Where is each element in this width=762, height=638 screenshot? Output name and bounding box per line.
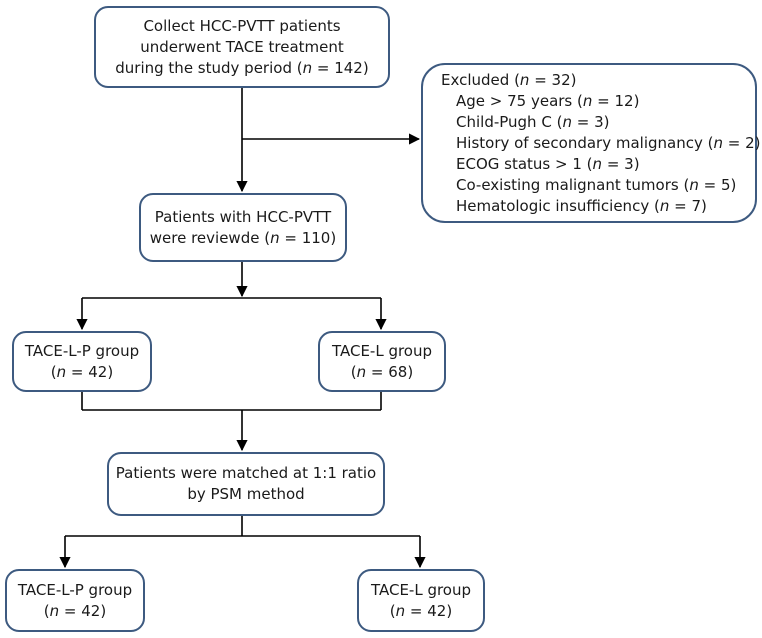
excluded-item-child-pugh: Child-Pugh C (n = 3) — [456, 112, 610, 131]
excluded-item-secondary-malignancy: History of secondary malignancy (n = 2) — [456, 133, 761, 152]
collect-line-2: underwent TACE treatment — [140, 37, 344, 56]
collect-patients-box: Collect HCC-PVTT patients underwent TACE… — [94, 6, 390, 88]
tacelp1-line-2: (n = 42) — [50, 362, 114, 381]
psm-matched-box: Patients were matched at 1:1 ratio by PS… — [107, 452, 385, 516]
tacelp1-line-1: TACE-L-P group — [24, 341, 140, 360]
tacelp2-line-1: TACE-L-P group — [17, 580, 133, 599]
excluded-item-ecog: ECOG status > 1 (n = 3) — [456, 154, 640, 173]
tace-l-group-box-after: TACE-L group (n = 42) — [357, 569, 485, 632]
excluded-item-hematologic: Hematologic insufficiency (n = 7) — [456, 196, 707, 215]
tacel1-line-1: TACE-L group — [331, 341, 433, 360]
tace-l-p-group-box-after: TACE-L-P group (n = 42) — [5, 569, 145, 632]
excluded-box: Excluded (n = 32) Age > 75 years (n = 12… — [421, 63, 761, 223]
reviewed-line-1: Patients with HCC-PVTT — [154, 207, 332, 226]
tacel1-line-2: (n = 68) — [350, 362, 414, 381]
tace-l-group-box-before: TACE-L group (n = 68) — [318, 331, 446, 392]
tacel2-line-1: TACE-L group — [370, 580, 472, 599]
excluded-item-coexisting-tumors: Co-existing malignant tumors (n = 5) — [456, 175, 737, 194]
tacelp2-line-2: (n = 42) — [43, 601, 107, 620]
tacel2-line-2: (n = 42) — [389, 601, 453, 620]
excluded-title: Excluded (n = 32) — [441, 70, 577, 89]
tace-l-p-group-box-before: TACE-L-P group (n = 42) — [12, 331, 152, 392]
matched-line-2: by PSM method — [187, 485, 305, 503]
excluded-item-age: Age > 75 years (n = 12) — [456, 91, 640, 110]
matched-line-1: Patients were matched at 1:1 ratio — [115, 464, 377, 482]
collect-line-1: Collect HCC-PVTT patients — [143, 16, 341, 35]
reviewed-patients-box: Patients with HCC-PVTT were reviewde (n … — [139, 193, 347, 262]
reviewed-line-2: were reviewde (n = 110) — [149, 228, 337, 247]
collect-line-3: during the study period (n = 142) — [115, 58, 369, 77]
